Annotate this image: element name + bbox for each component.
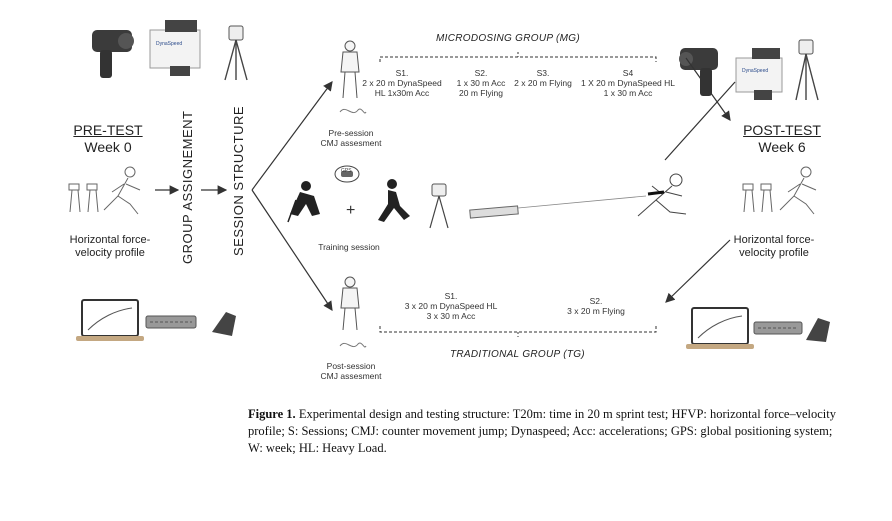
tg-session-1-line2: 3 x 30 m Acc: [426, 311, 476, 321]
tg-session-1: S1. 3 x 20 m DynaSpeed HL 3 x 30 m Acc: [394, 291, 508, 321]
mg-session-2-line1: 1 x 30 m Acc: [456, 78, 506, 88]
caption-figure-number: Figure 1.: [248, 407, 296, 421]
group-assignment-label: GROUP ASSIGNEMENT: [180, 110, 195, 264]
mg-session-2: S2. 1 x 30 m Acc 20 m Flying: [446, 68, 516, 98]
post-cmj-athlete-icon: [340, 276, 360, 331]
pre-test-profile-label: Horizontal force-velocity profile: [69, 234, 151, 259]
post-cmj-curve-icon: [339, 342, 367, 348]
post-test-title: POST-TEST: [743, 122, 821, 138]
hockey-players-icon: [287, 181, 320, 223]
tg-session-1-line1: 3 x 20 m DynaSpeed HL: [404, 301, 498, 311]
mg-session-3-id: S3.: [536, 68, 550, 78]
pre-session-cmj-label: Pre-session CMJ assesment: [320, 128, 382, 148]
mg-session-4-line1: 1 X 20 m DynaSpeed HL: [580, 78, 676, 88]
svg-text:DynaSpeed: DynaSpeed: [742, 68, 768, 74]
timing-unit-icon-right: [753, 321, 803, 335]
pre-test-title: PRE-TEST: [73, 122, 143, 138]
figure-caption: Figure 1. Experimental design and testin…: [248, 406, 848, 457]
training-session-label: Training session: [318, 242, 380, 252]
shoe-sensor-icon-left: [212, 312, 236, 336]
dynaspeed-device-icon: DynaSpeed: [149, 20, 201, 76]
tg-session-2-line1: 3 x 20 m Flying: [567, 306, 625, 316]
shoe-sensor-icon-right: [806, 318, 830, 342]
mg-session-2-line2: 20 m Flying: [459, 88, 503, 98]
tg-session-2-id: S2.: [589, 296, 603, 306]
pre-cmj-curve-icon: [339, 108, 367, 114]
radar-gun-icon: [92, 30, 134, 78]
resisted-sprinter-icon: [637, 173, 687, 217]
mg-session-1-line2: HL 1x30m Acc: [374, 88, 430, 98]
laptop-fv-icon-left: [76, 299, 144, 341]
radar-gun-icon-right: [679, 48, 718, 96]
mg-session-3: S3. 2 x 20 m Flying: [510, 68, 576, 88]
timing-unit-icon-left: [145, 315, 197, 329]
mg-session-4-id: S4: [622, 68, 634, 78]
laptop-fv-icon-right: [686, 307, 754, 349]
mg-session-4-line2: 1 x 30 m Acc: [603, 88, 653, 98]
plus-sign: +: [346, 202, 355, 219]
dynaspeed-device-icon-right: DynaSpeed: [735, 48, 783, 100]
mg-session-4: S4 1 X 20 m DynaSpeed HL 1 x 30 m Acc: [574, 68, 682, 98]
tg-session-1-id: S1.: [444, 291, 458, 301]
runner-silhouette-icon: [378, 179, 410, 222]
post-test-profile-label: Horizontal force-velocity profile: [733, 234, 815, 259]
pre-test-heading: PRE-TEST Week 0: [68, 122, 148, 156]
pre-test-sprinter-icon: [68, 166, 141, 215]
mg-session-1-id: S1.: [395, 68, 409, 78]
microdosing-group-label: MICRODOSING GROUP (MG): [436, 33, 581, 44]
pre-test-week: Week 0: [84, 139, 132, 155]
mg-session-1-line1: 2 x 20 m DynaSpeed: [362, 78, 442, 88]
post-session-cmj-label: Post-session CMJ assesment: [320, 361, 382, 381]
traditional-group-label: TRADITIONAL GROUP (TG): [450, 349, 585, 360]
mg-session-3-line1: 2 x 20 m Flying: [514, 78, 572, 88]
gps-label: GPS: [341, 168, 352, 174]
mg-session-1: S1. 2 x 20 m DynaSpeed HL 1x30m Acc: [356, 68, 448, 98]
post-test-heading: POST-TEST Week 6: [742, 122, 822, 156]
tripod-camera-icon: [224, 25, 248, 81]
tg-session-2: S2. 3 x 20 m Flying: [556, 296, 636, 316]
caption-text: Experimental design and testing structur…: [248, 407, 836, 455]
post-test-week: Week 6: [758, 139, 806, 155]
mg-session-2-id: S2.: [474, 68, 488, 78]
pre-cmj-athlete-icon: [340, 40, 360, 99]
post-test-sprinter-icon: [742, 166, 817, 215]
session-structure-label: SESSION STRUCTURE: [231, 105, 246, 256]
svg-text:DynaSpeed: DynaSpeed: [156, 41, 182, 47]
tripod-camera-icon-right: [795, 39, 819, 101]
dynaspeed-resistance-icon: [429, 183, 647, 229]
gps-device-icon: [334, 165, 360, 183]
